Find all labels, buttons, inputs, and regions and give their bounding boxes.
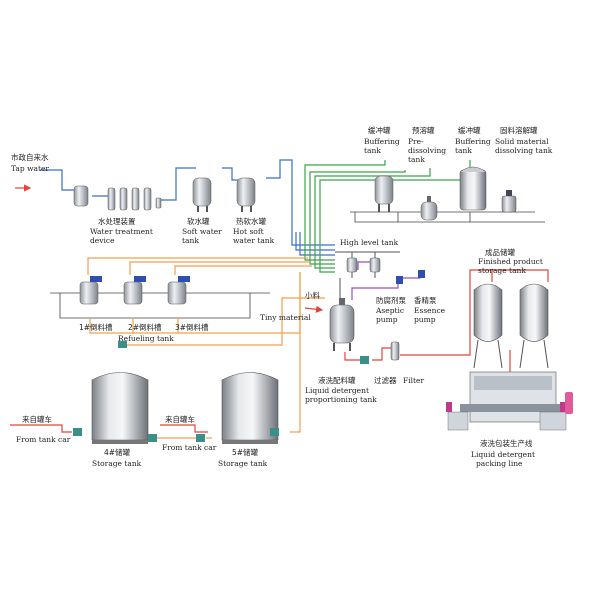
label-essence-en1: Essence [414, 306, 446, 315]
label-buffer2-en2: tank [455, 146, 472, 155]
red-pipes [10, 184, 549, 433]
label-buffer2-zh: 缓冲罐 [458, 125, 481, 135]
storage-tank-4 [91, 372, 149, 444]
packing-line-machine [446, 371, 573, 431]
label-essence-zh: 香精泵 [414, 295, 437, 305]
hot-soft-water-tank [236, 177, 256, 212]
filter [390, 341, 400, 361]
label-hot-soft-zh: 热软水罐 [236, 216, 266, 226]
pre-dissolving-tank [420, 196, 438, 221]
label-finished-en2: storage tank [478, 266, 526, 275]
storage-tank-5 [221, 372, 279, 444]
label-refuel-en: Refueling tank [118, 334, 174, 343]
label-refuel3: 3#倒料槽 [175, 322, 209, 332]
label-from-tank-car1-zh: 来自罐车 [22, 414, 52, 424]
buffering-tank-2 [459, 166, 487, 211]
solid-material-dissolving-tank [501, 190, 517, 213]
label-packing-en2: packing line [476, 459, 523, 468]
label-water-treatment-zh: 水处理装置 [98, 216, 136, 226]
label-storage4-en: Storage tank [92, 459, 142, 468]
label-storage5-zh: 5#储罐 [232, 447, 259, 457]
label-from-tank-car1-en: From tank car [16, 435, 71, 444]
finished-storage-tank-1 [473, 283, 503, 369]
label-storage4-zh: 4#储罐 [104, 447, 131, 457]
label-packing-en1: Liquid detergent [471, 450, 535, 459]
label-buffer1-zh: 缓冲罐 [368, 125, 391, 135]
soft-water-tank [192, 177, 212, 212]
label-aseptic-zh: 防腐剂泵 [376, 295, 406, 305]
label-buffer2-en1: Buffering [455, 137, 491, 146]
high-level-tanks [346, 257, 381, 273]
label-proportion-en2: proportioning tank [305, 395, 377, 404]
aseptic-pump [396, 276, 403, 284]
label-buffer1-en1: Buffering [364, 137, 400, 146]
label-essence-en2: pump [414, 315, 436, 324]
buffering-tank-1 [374, 175, 394, 212]
label-tap-water-zh: 市政自来水 [11, 152, 49, 162]
label-finished-zh: 成品储罐 [485, 247, 515, 257]
label-from-tank-car2-en: From tank car [162, 443, 217, 452]
label-predissolve-zh: 预溶罐 [412, 125, 435, 135]
refueling-tank-2 [123, 276, 146, 305]
label-predissolve-en3: tank [408, 155, 425, 164]
finished-storage-tank-2 [519, 283, 549, 369]
label-aseptic-en2: pump [376, 315, 398, 324]
label-storage5-en: Storage tank [218, 459, 268, 468]
gray-pipes [335, 251, 400, 300]
essence-pump [418, 270, 425, 278]
label-soft-water-en2: tank [182, 236, 199, 245]
labels: 市政自来水 Tap water 水处理装置 Water treatment de… [11, 125, 553, 468]
label-soft-water-en1: Soft water [182, 227, 222, 236]
label-solid-en2: dissolving tank [495, 146, 553, 155]
proportioning-tank [329, 298, 355, 351]
label-tiny-zh: 小料 [305, 290, 320, 300]
label-from-tank-car2-zh: 来自罐车 [165, 414, 195, 424]
blue-pipes [40, 159, 335, 256]
label-tap-water-en: Tap water [11, 164, 49, 173]
label-refuel1: 1#倒料槽 [79, 322, 113, 332]
label-water-treatment-en2: device [90, 236, 115, 245]
label-solid-zh: 固料溶解罐 [500, 125, 538, 135]
purple-pipes [351, 261, 421, 300]
label-aseptic-en1: Aseptic [375, 306, 404, 315]
label-proportion-en1: Liquid detergent [305, 386, 369, 395]
label-hot-soft-en1: Hot soft [233, 227, 264, 236]
label-packing-zh: 液洗包装生产线 [480, 438, 533, 448]
label-water-treatment-en1: Water treatment [90, 227, 153, 236]
label-buffer1-en2: tank [364, 146, 381, 155]
label-filter-zh: 过滤器 [374, 375, 397, 385]
label-soft-water-zh: 软水罐 [187, 216, 210, 226]
label-predissolve-en1: Pre- [408, 137, 424, 146]
water-treatment-device [73, 185, 162, 211]
refueling-tank-1 [79, 276, 102, 305]
label-refuel2: 2#倒料槽 [128, 322, 162, 332]
label-filter-en: Filter [403, 376, 424, 385]
orange-pipes [87, 257, 325, 439]
label-hot-soft-en2: water tank [233, 236, 275, 245]
pumps [73, 341, 369, 442]
label-finished-en1: Finished product [478, 257, 543, 266]
label-predissolve-en2: dissolving [408, 146, 446, 155]
label-high-level: High level tank [340, 238, 399, 247]
label-tiny-en: Tiny material [260, 313, 311, 322]
label-proportion-zh: 液洗配料罐 [318, 375, 356, 385]
refueling-tank-3 [167, 276, 190, 305]
label-solid-en1: Solid material [495, 137, 549, 146]
